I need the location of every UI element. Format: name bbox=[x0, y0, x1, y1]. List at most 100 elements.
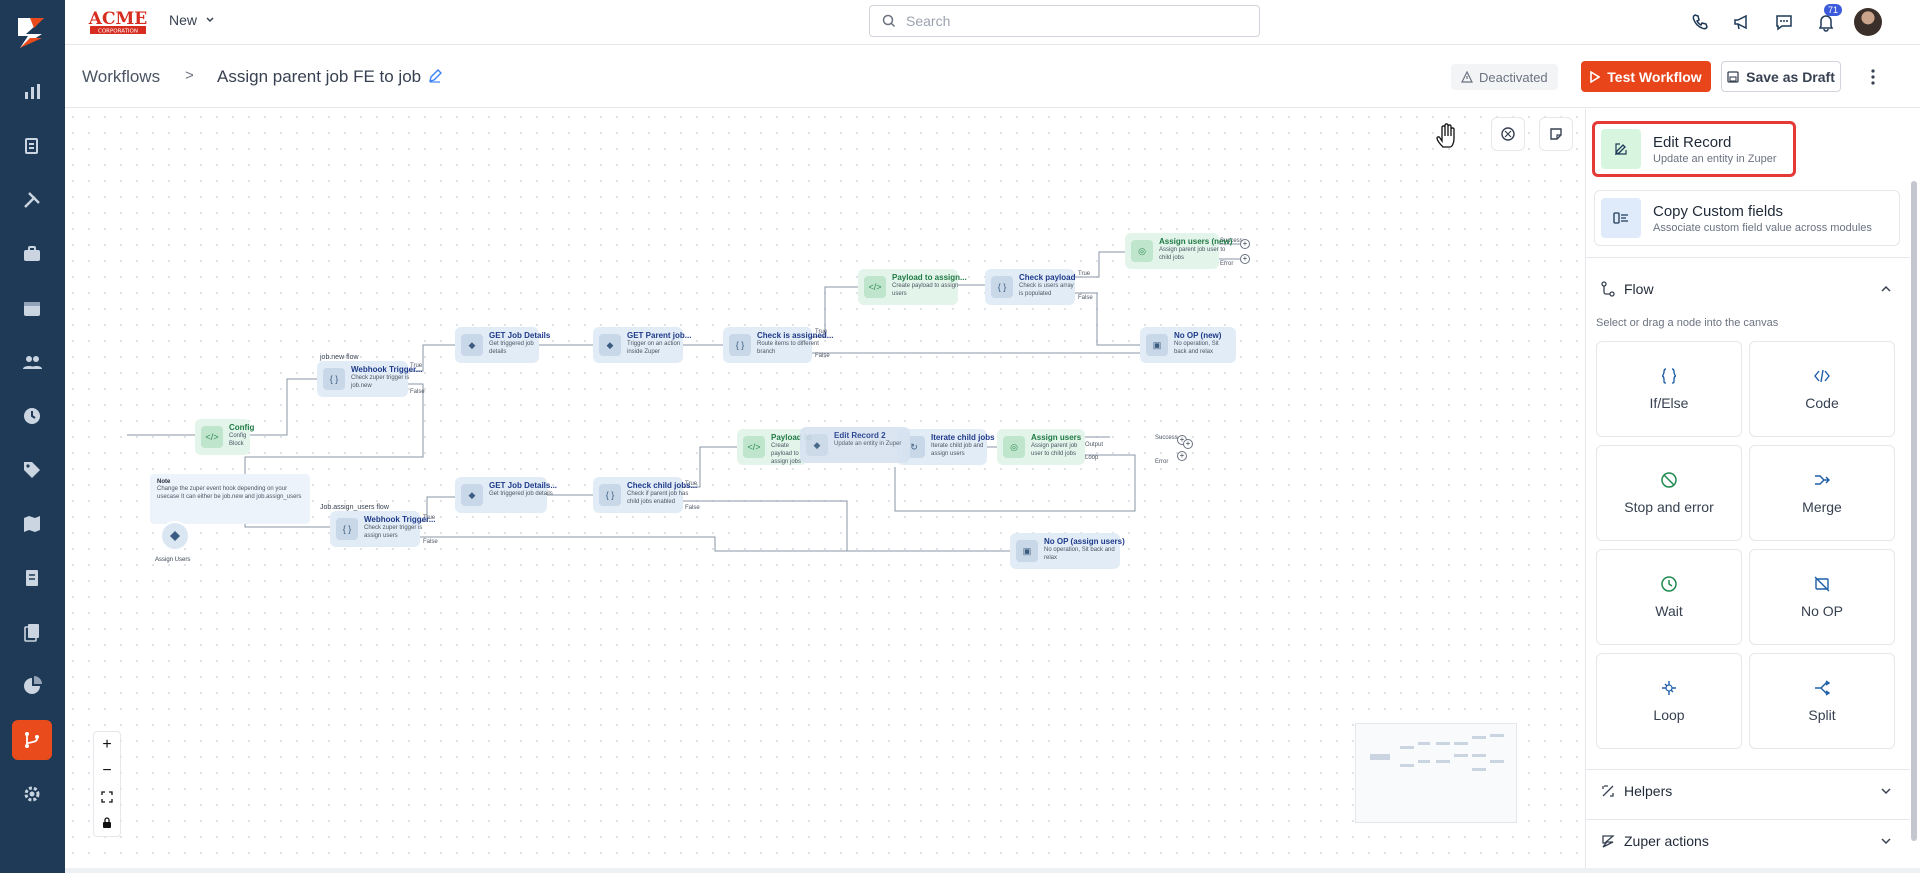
edge-label-true: True bbox=[815, 329, 828, 335]
briefcase-icon[interactable] bbox=[12, 234, 52, 274]
map-icon[interactable] bbox=[12, 504, 52, 544]
node-assign-users-new[interactable]: ◎ Assign users (new)Assign parent job us… bbox=[1125, 233, 1232, 269]
bell-icon[interactable]: 71 bbox=[1812, 4, 1842, 36]
tile-if-else[interactable]: If/Else bbox=[1596, 341, 1742, 437]
tools-icon[interactable] bbox=[12, 180, 52, 220]
add-node-plus-icon[interactable]: + bbox=[1240, 254, 1250, 264]
documents-icon[interactable] bbox=[12, 126, 52, 166]
files-icon[interactable] bbox=[12, 612, 52, 652]
start-trigger-node[interactable] bbox=[160, 521, 190, 551]
node-check-is-assigned[interactable]: { } Check is assigned...Route items to d… bbox=[723, 327, 833, 363]
sticky-note-button[interactable] bbox=[1539, 117, 1573, 151]
svg-text:ACME: ACME bbox=[88, 9, 148, 29]
page-title: Assign parent job FE to job bbox=[217, 67, 422, 86]
section-zuper-actions-header[interactable]: Zuper actions bbox=[1600, 829, 1900, 853]
add-node-plus-icon[interactable]: + bbox=[1183, 439, 1193, 449]
tile-loop[interactable]: Loop bbox=[1596, 653, 1742, 749]
workflows-icon[interactable] bbox=[12, 720, 52, 760]
workflow-edges bbox=[127, 243, 1240, 552]
zoom-in-button[interactable]: + bbox=[102, 736, 112, 753]
reports-pie-icon[interactable] bbox=[12, 666, 52, 706]
calendar-icon[interactable] bbox=[12, 288, 52, 328]
node-title: Edit Record 2 bbox=[834, 431, 886, 440]
node-get-job-details-assign[interactable]: ◆ GET Job Details...Get triggered job de… bbox=[455, 477, 557, 513]
minimap[interactable] bbox=[1355, 723, 1517, 823]
search-box[interactable] bbox=[869, 5, 1260, 37]
acme-logo[interactable]: ACME CORPORATION bbox=[86, 6, 150, 36]
megaphone-icon[interactable] bbox=[1728, 8, 1756, 36]
tile-no-op[interactable]: No OP bbox=[1749, 549, 1895, 645]
node-no-op-new[interactable]: ▣ No OP (new)No operation, Sit back and … bbox=[1140, 327, 1236, 363]
more-options-icon[interactable] bbox=[1865, 67, 1881, 87]
if-else-icon: { } bbox=[336, 518, 358, 540]
invoice-icon[interactable] bbox=[12, 558, 52, 598]
fit-view-button[interactable] bbox=[94, 784, 120, 810]
chat-icon[interactable] bbox=[1770, 8, 1798, 36]
code-icon: </> bbox=[201, 426, 223, 448]
zoom-out-button[interactable]: − bbox=[102, 762, 112, 779]
node-title: Webhook Trigger... bbox=[351, 365, 423, 374]
edge-label-success: Success bbox=[1155, 435, 1178, 441]
breadcrumb-workflows[interactable]: Workflows bbox=[82, 67, 161, 86]
section-flow-header[interactable]: Flow bbox=[1600, 277, 1900, 301]
edge-label-true: True bbox=[1078, 271, 1091, 277]
breadcrumb-separator: > bbox=[185, 67, 194, 84]
node-webhook-trigger-assign[interactable]: { } Webhook Trigger...Check zuper trigge… bbox=[330, 511, 435, 547]
merge-icon bbox=[1815, 475, 1830, 485]
new-dropdown[interactable]: New bbox=[169, 12, 215, 28]
dashboard-icon[interactable] bbox=[12, 72, 52, 112]
workflow-canvas[interactable]: True False True False True False Success… bbox=[65, 109, 1585, 869]
zuper-logo-icon[interactable] bbox=[12, 12, 52, 52]
node-webhook-trigger-new[interactable]: { } Webhook Trigger...Check zuper trigge… bbox=[317, 361, 422, 397]
test-workflow-button[interactable]: Test Workflow bbox=[1581, 61, 1711, 92]
edge-label-true: True bbox=[423, 515, 436, 521]
add-node-plus-icon[interactable]: + bbox=[1240, 239, 1250, 249]
clock-icon[interactable] bbox=[12, 396, 52, 436]
node-desc: Create payload to assign jobs bbox=[771, 443, 802, 465]
panel-scrollbar[interactable] bbox=[1910, 109, 1918, 849]
lock-button[interactable] bbox=[94, 810, 120, 836]
node-desc: Iterate child job and assign users bbox=[931, 443, 984, 457]
reset-view-button[interactable] bbox=[1491, 117, 1525, 151]
tile-code[interactable]: Code bbox=[1749, 341, 1895, 437]
node-title: GET Job Details bbox=[489, 331, 551, 340]
if-else-icon: { } bbox=[729, 334, 751, 356]
save-as-draft-button[interactable]: Save as Draft bbox=[1721, 61, 1841, 92]
scrollbar-thumb[interactable] bbox=[1911, 181, 1917, 841]
search-input[interactable] bbox=[906, 13, 1236, 29]
tag-icon[interactable] bbox=[12, 450, 52, 490]
phone-icon[interactable] bbox=[1686, 8, 1714, 36]
group-label-job-assign: Job.assign_users flow bbox=[320, 504, 389, 511]
tile-merge[interactable]: Merge bbox=[1749, 445, 1895, 541]
node-payload-to-assign[interactable]: </> Payload to assign...Create payload t… bbox=[858, 269, 967, 305]
group-label-job-new: job.new flow bbox=[320, 354, 359, 361]
add-node-plus-icon[interactable]: + bbox=[1177, 451, 1187, 461]
settings-gear-icon[interactable] bbox=[12, 774, 52, 814]
flow-hint: Select or drag a node into the canvas bbox=[1596, 317, 1779, 329]
node-get-parent-job[interactable]: ◆ GET Parent job...Trigger on an action … bbox=[593, 327, 691, 363]
tile-wait[interactable]: Wait bbox=[1596, 549, 1742, 645]
section-helpers-header[interactable]: Helpers bbox=[1600, 779, 1900, 803]
users-icon[interactable] bbox=[12, 342, 52, 382]
no-op-icon bbox=[1814, 576, 1830, 592]
tile-stop-and-error[interactable]: Stop and error bbox=[1596, 445, 1742, 541]
bottom-scrollbar-track bbox=[65, 868, 1920, 873]
tile-split[interactable]: Split bbox=[1749, 653, 1895, 749]
globe-icon: ◎ bbox=[1131, 240, 1153, 262]
node-no-op-assign-users[interactable]: ▣ No OP (assign users)No operation, Sit … bbox=[1010, 533, 1125, 569]
canvas-note[interactable]: Note Change the zuper event hook dependi… bbox=[150, 474, 310, 524]
edit-title-pencil-icon[interactable] bbox=[427, 68, 443, 84]
node-desc: Update an entity in Zuper bbox=[834, 441, 902, 447]
user-avatar[interactable] bbox=[1854, 8, 1882, 36]
section-zuper-actions-title: Zuper actions bbox=[1624, 833, 1709, 849]
node-check-child-jobs[interactable]: { } Check child jobs...Check if parent j… bbox=[593, 477, 697, 513]
